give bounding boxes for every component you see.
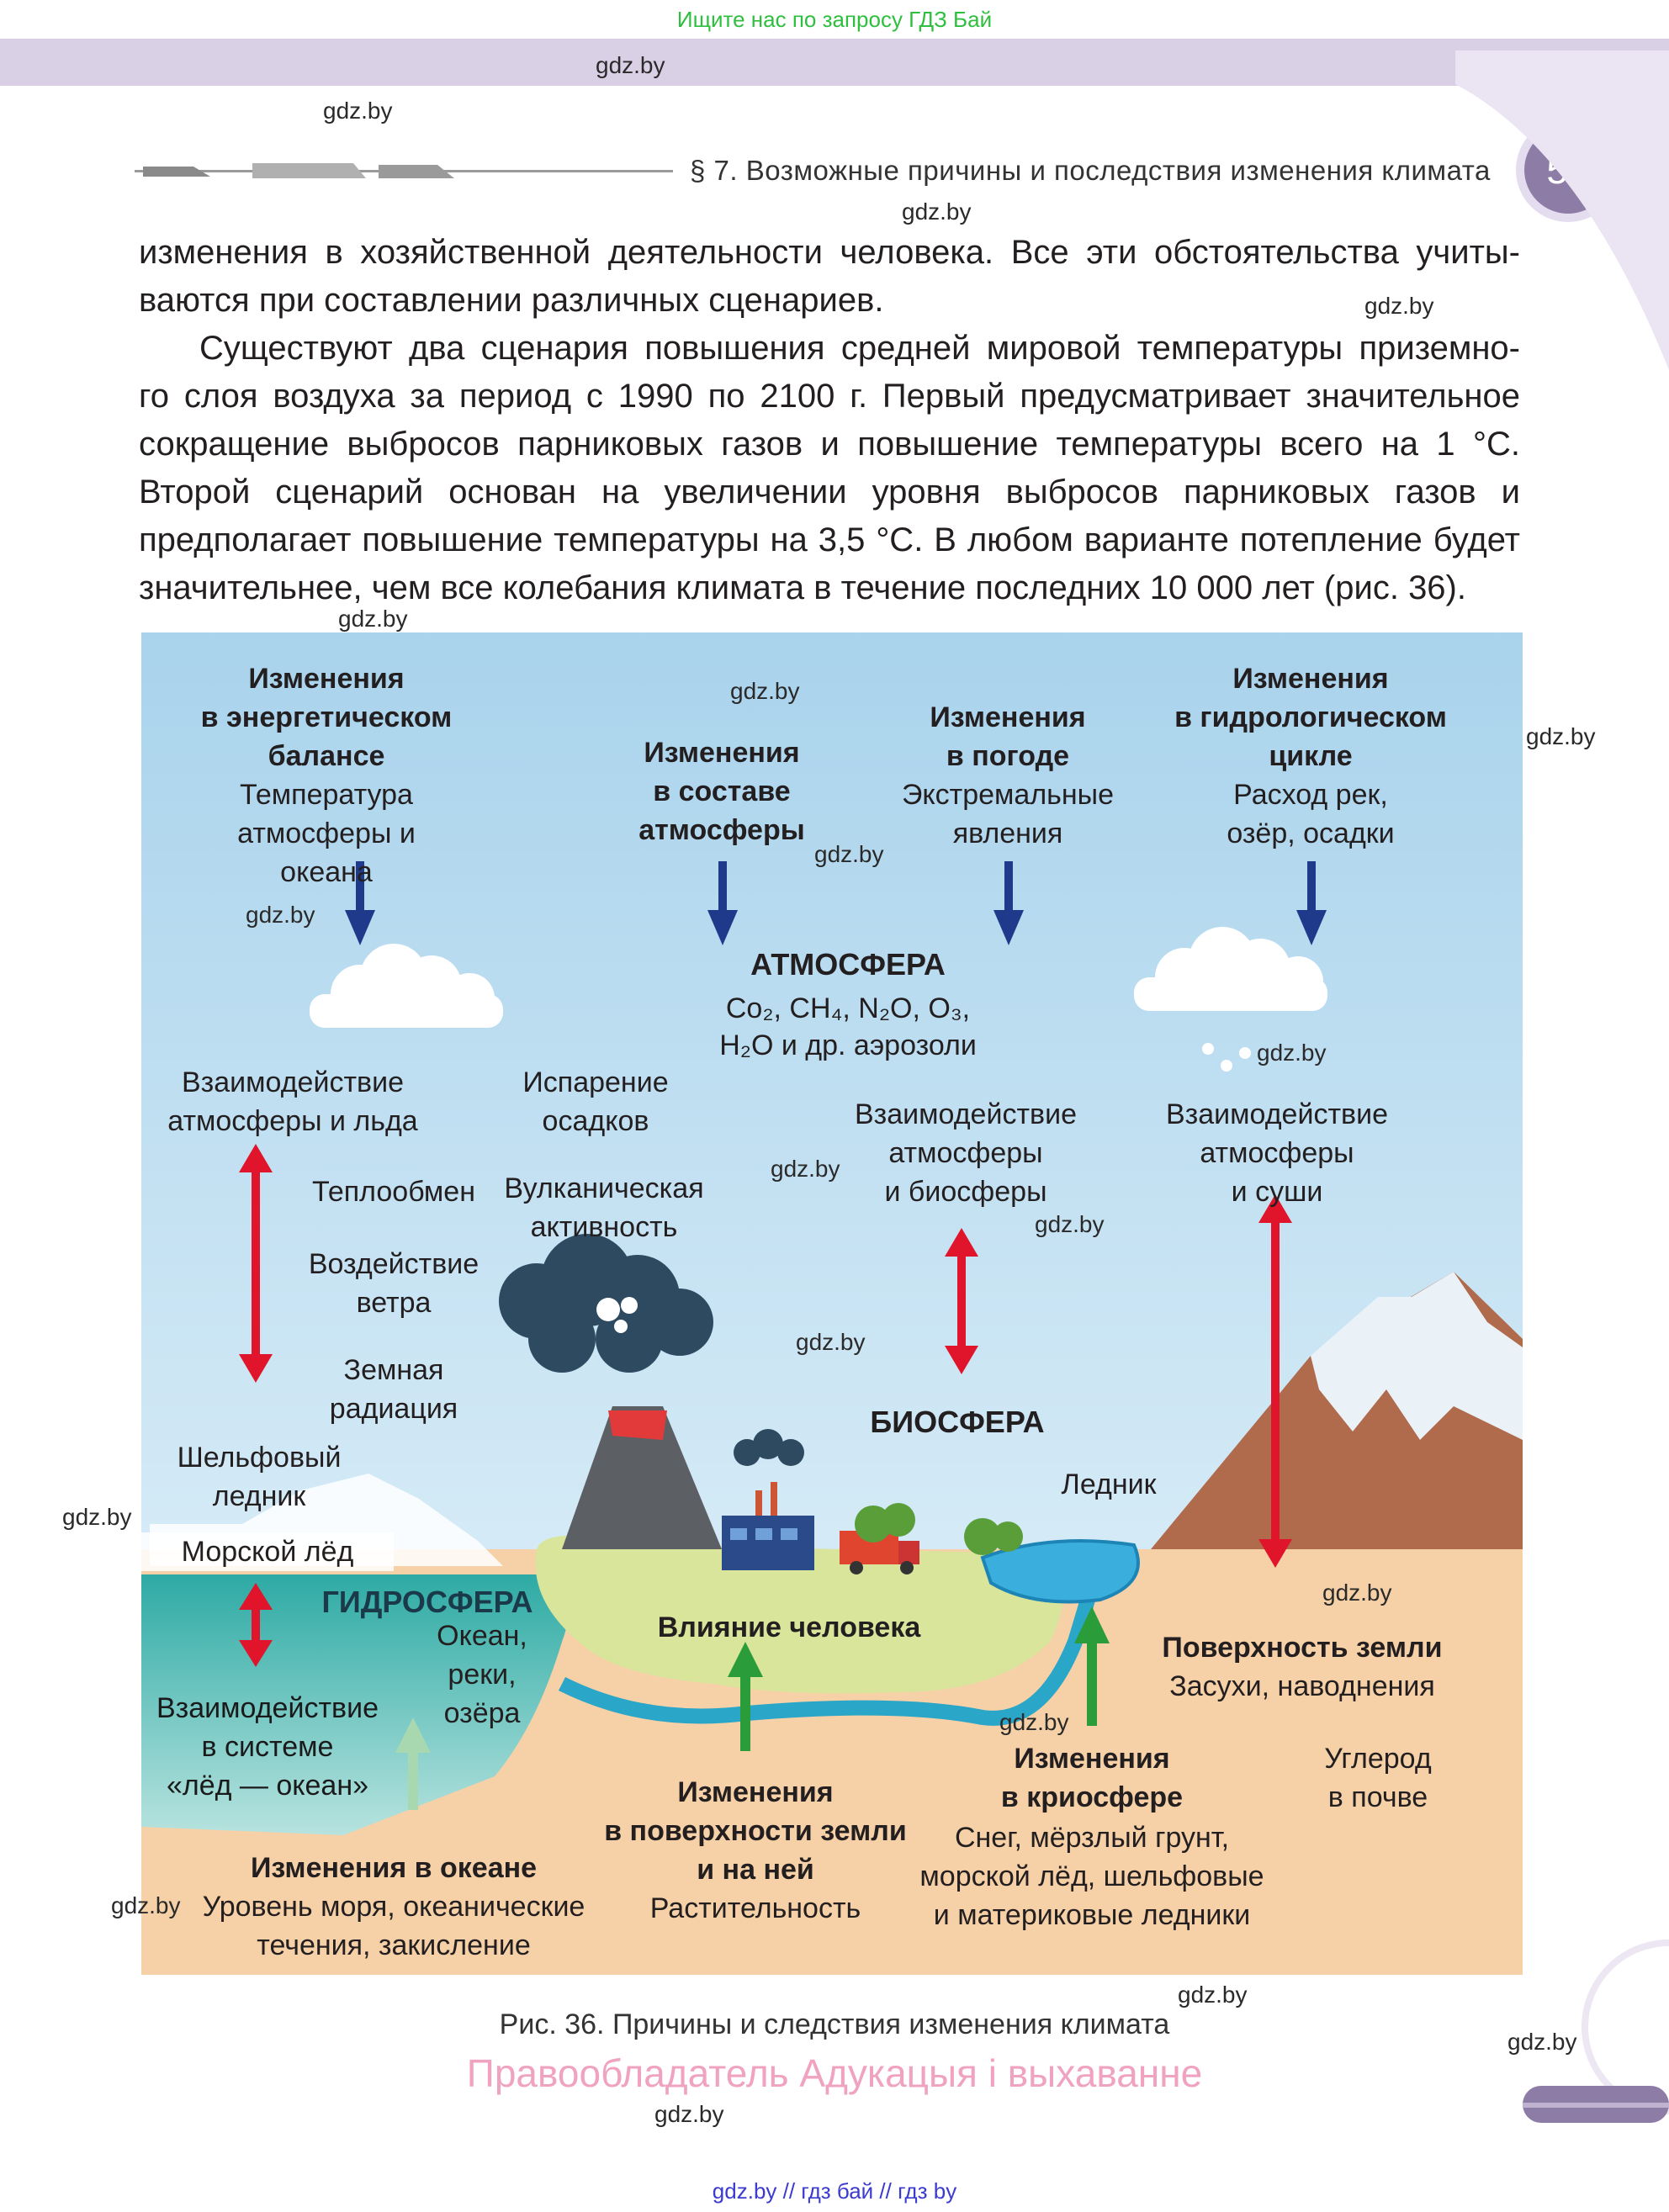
- factory: [722, 1516, 814, 1570]
- corner-decoration: [1455, 50, 1669, 370]
- watermark: gdz.by: [1178, 1982, 1248, 2008]
- atmosphere-title: АТМОСФЕРА: [750, 947, 946, 982]
- bottom-decoration: [1523, 1939, 1669, 2123]
- top-banner: Ищите нас по запросу ГДЗ Бай: [676, 7, 993, 32]
- atmosphere-sub: Co₂, CH₄, N₂O, O₃,H₂O и др. аэрозоли: [719, 992, 977, 1061]
- mountain-snow: [1311, 1272, 1523, 1440]
- figure-illustration: [141, 632, 1523, 1975]
- hydro-sub: Расход рек,озёр, осадки: [1227, 779, 1395, 849]
- watermark: gdz.by: [596, 52, 665, 78]
- sea-ice: Морской лёд: [141, 1532, 394, 1571]
- land-surface-sub: Засухи, наводнения: [1169, 1670, 1435, 1702]
- volcano: [562, 1406, 722, 1549]
- paragraph-1: изменения в хозяйственной деятельности ч…: [139, 234, 1520, 319]
- river: [558, 1597, 1095, 1726]
- watermark: gdz.by: [814, 841, 884, 867]
- lake: [980, 1539, 1140, 1604]
- watermark: gdz.by: [654, 2101, 724, 2127]
- glacier-label: Ледник: [1061, 1468, 1157, 1500]
- watermark: gdz.by: [1257, 1040, 1327, 1066]
- arrow-blue-4: [1296, 861, 1327, 945]
- arrow-red-1: [239, 1144, 273, 1383]
- watermark: gdz.by: [796, 1329, 866, 1355]
- surface-change-sub: Растительность: [649, 1892, 861, 1924]
- arrow-red-2: [945, 1228, 978, 1374]
- watermark: gdz.by: [1364, 293, 1434, 319]
- header-band: [0, 39, 1669, 86]
- arrow-red-3: [1258, 1194, 1292, 1568]
- arrow-green-3: [1074, 1606, 1110, 1726]
- arrow-blue-2: [707, 861, 738, 945]
- watermark: gdz.by: [999, 1709, 1069, 1735]
- watermark: gdz.by: [902, 198, 972, 225]
- watermark: gdz.by: [62, 1504, 132, 1530]
- watermark: gdz.by: [1507, 2029, 1577, 2055]
- figure-caption: Рис. 36. Причины и следствия изменения к…: [499, 2008, 1170, 2040]
- arrow-green-2: [728, 1642, 763, 1751]
- ocean: [141, 1574, 568, 1835]
- arrow-green-1: [395, 1717, 431, 1810]
- watermark: gdz.by: [730, 678, 800, 704]
- watermark: gdz.by: [246, 902, 315, 928]
- paragraph-2: Существуют два сценария повышения средне…: [139, 330, 1520, 606]
- cryo-sub: Снег, мёрзлый грунт,морской лёд, шельфов…: [919, 1822, 1264, 1931]
- footer-links[interactable]: gdz.by // гдз бай // гдз by: [712, 2178, 957, 2204]
- section-title: § 7. Возможные причины и последствия изм…: [690, 155, 1491, 186]
- watermark: gdz.by: [1035, 1211, 1105, 1237]
- heat-exchange: Теплообмен: [311, 1176, 475, 1208]
- arrow-blue-3: [993, 861, 1024, 945]
- watermark: gdz.by: [338, 606, 408, 632]
- hydrosphere-title: ГИДРОСФЕРА: [321, 1585, 533, 1619]
- header-decoration: [135, 163, 673, 178]
- watermark: gdz.by: [771, 1156, 840, 1182]
- copyright-notice: Правообладатель Адукацыя і выхаванне: [466, 2051, 1203, 2095]
- watermark: gdz.by: [1526, 723, 1596, 749]
- arrow-blue-1: [345, 861, 375, 945]
- biosphere-title: БИОСФЕРА: [870, 1405, 1045, 1439]
- human-influence: Влияние человека: [657, 1611, 921, 1643]
- watermark: gdz.by: [111, 1892, 181, 1918]
- land-green: [535, 1535, 1063, 1694]
- rain-drops: [1202, 1043, 1251, 1072]
- cloud-right: [1134, 927, 1327, 1011]
- ocean-change-title: Изменения в океане: [250, 1852, 538, 1884]
- hydrosphere-sub: Океан,реки,озёра: [437, 1620, 527, 1729]
- land-surface-title: Поверхность земли: [1162, 1632, 1443, 1664]
- watermark: gdz.by: [323, 98, 393, 124]
- arrow-red-4: [239, 1583, 273, 1667]
- watermark: gdz.by: [1322, 1580, 1392, 1606]
- cloud-left: [310, 944, 503, 1028]
